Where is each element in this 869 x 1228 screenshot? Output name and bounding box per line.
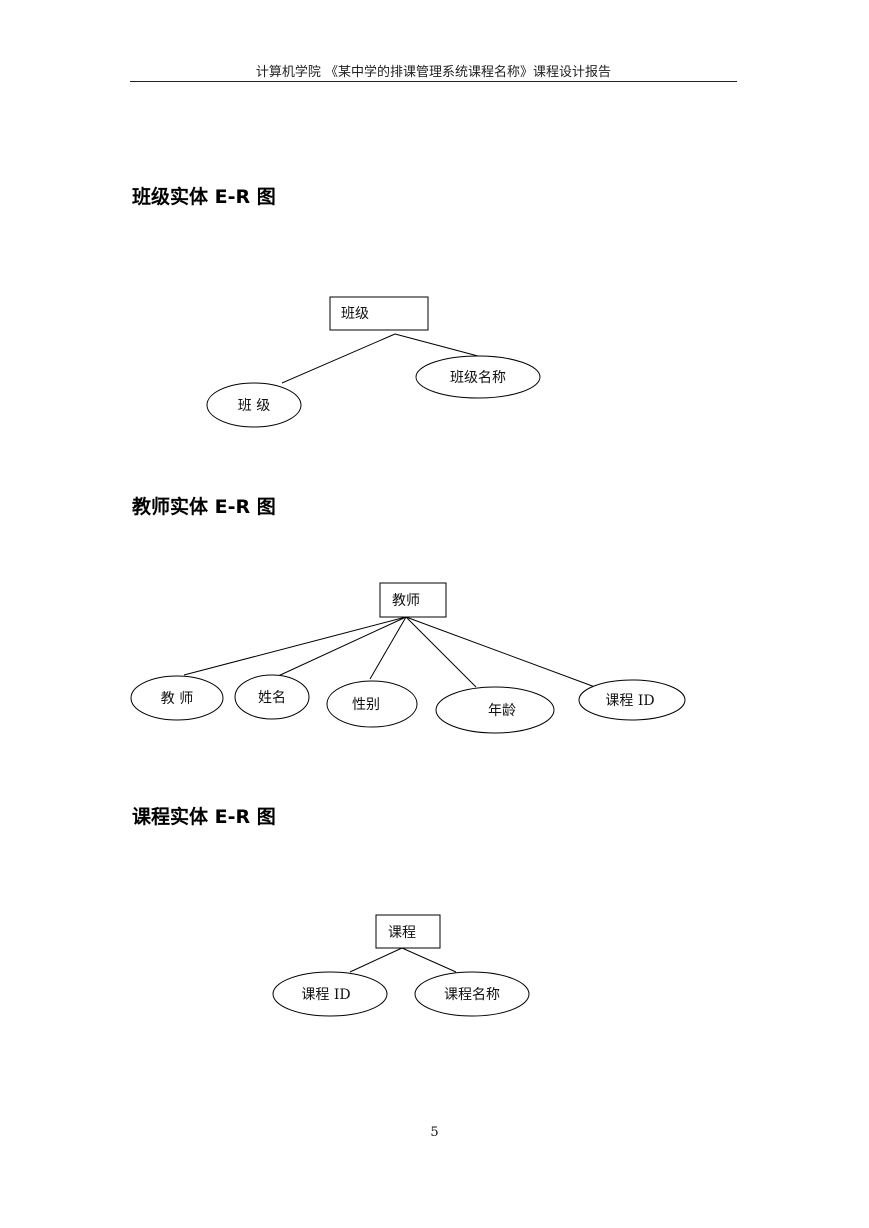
teacher-attribute-label: 教 师 (161, 691, 193, 707)
teacher-attribute-label: 性别 (352, 697, 380, 713)
teacher-er-diagram: 教师 教 师 姓名 性别 年龄 课程 ID (130, 582, 686, 734)
course-connector (349, 947, 403, 973)
course-entity-box (375, 914, 441, 949)
teacher-attribute (578, 679, 686, 721)
teacher-attribute-label: 年龄 (488, 703, 516, 719)
course-entity-label: 课程 (388, 925, 416, 941)
teacher-attribute (234, 674, 310, 720)
course-attribute-label: 课程名称 (444, 987, 500, 1003)
page-number: 5 (430, 1125, 439, 1140)
teacher-connector (405, 616, 596, 688)
teacher-connector (405, 616, 477, 688)
teacher-er-heading: 教师实体 E-R 图 (132, 496, 276, 518)
class-er-diagram: 班级 班 级 班级名称 (206, 296, 541, 428)
class-attribute-label: 班 级 (238, 398, 270, 414)
class-er-heading: 班级实体 E-R 图 (132, 186, 276, 208)
course-er-diagram: 课程 课程 ID 课程名称 (272, 914, 530, 1017)
teacher-connector (369, 616, 407, 680)
header-rule (130, 81, 737, 82)
course-attribute (272, 971, 388, 1017)
teacher-connector (183, 616, 407, 676)
teacher-entity-box (379, 582, 447, 618)
class-entity-box (329, 296, 429, 331)
course-attribute (414, 971, 530, 1017)
class-entity-label: 班级 (341, 306, 369, 322)
teacher-attribute-label: 姓名 (258, 690, 286, 706)
teacher-attribute (130, 675, 224, 721)
class-connector (281, 333, 396, 384)
teacher-connector (275, 616, 407, 678)
teacher-entity-label: 教师 (392, 593, 420, 609)
class-connector (394, 333, 479, 357)
class-attribute (206, 382, 302, 428)
teacher-attribute (435, 686, 555, 734)
teacher-attribute (326, 680, 418, 728)
course-connector (401, 947, 457, 973)
course-attribute-label: 课程 ID (301, 987, 350, 1003)
class-attribute-label: 班级名称 (450, 370, 506, 386)
teacher-attribute-label: 课程 ID (605, 693, 654, 709)
course-er-heading: 课程实体 E-R 图 (132, 806, 276, 828)
class-attribute (415, 355, 541, 399)
running-header: 计算机学院 《某中学的排课管理系统课程名称》课程设计报告 (255, 65, 612, 80)
